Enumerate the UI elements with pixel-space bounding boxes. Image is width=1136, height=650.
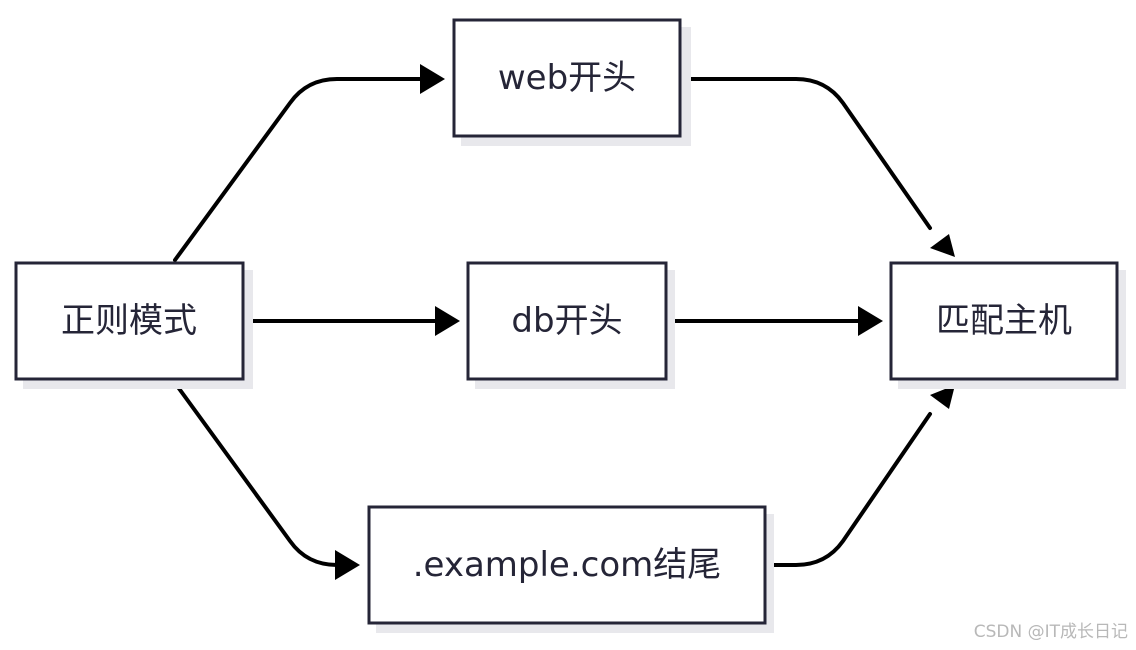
- arrowhead-match-mid: [858, 306, 883, 336]
- node-db: db开头: [466, 261, 675, 389]
- node-db-label: db开头: [511, 301, 622, 341]
- node-web: web开头: [452, 18, 691, 146]
- node-match-label: 匹配主机: [936, 301, 1072, 341]
- watermark: CSDN @IT成长日记: [973, 622, 1128, 642]
- arrowhead-match-top: [930, 234, 955, 257]
- edge-regex-to-example: [173, 381, 344, 567]
- node-match: 匹配主机: [889, 261, 1126, 389]
- node-example-label: .example.com结尾: [413, 545, 722, 585]
- edge-example-to-match: [764, 412, 932, 567]
- edge-regex-to-web: [173, 77, 422, 262]
- edges: [173, 64, 955, 580]
- arrowhead-web: [420, 64, 445, 94]
- edge-web-to-match: [679, 77, 932, 230]
- node-web-label: web开头: [498, 58, 636, 98]
- node-example: .example.com结尾: [367, 505, 774, 633]
- arrowhead-db: [435, 306, 460, 336]
- arrowhead-match-bottom: [930, 385, 955, 409]
- arrowhead-example: [335, 550, 360, 580]
- node-regex: 正则模式: [14, 261, 253, 389]
- node-regex-label: 正则模式: [61, 301, 197, 341]
